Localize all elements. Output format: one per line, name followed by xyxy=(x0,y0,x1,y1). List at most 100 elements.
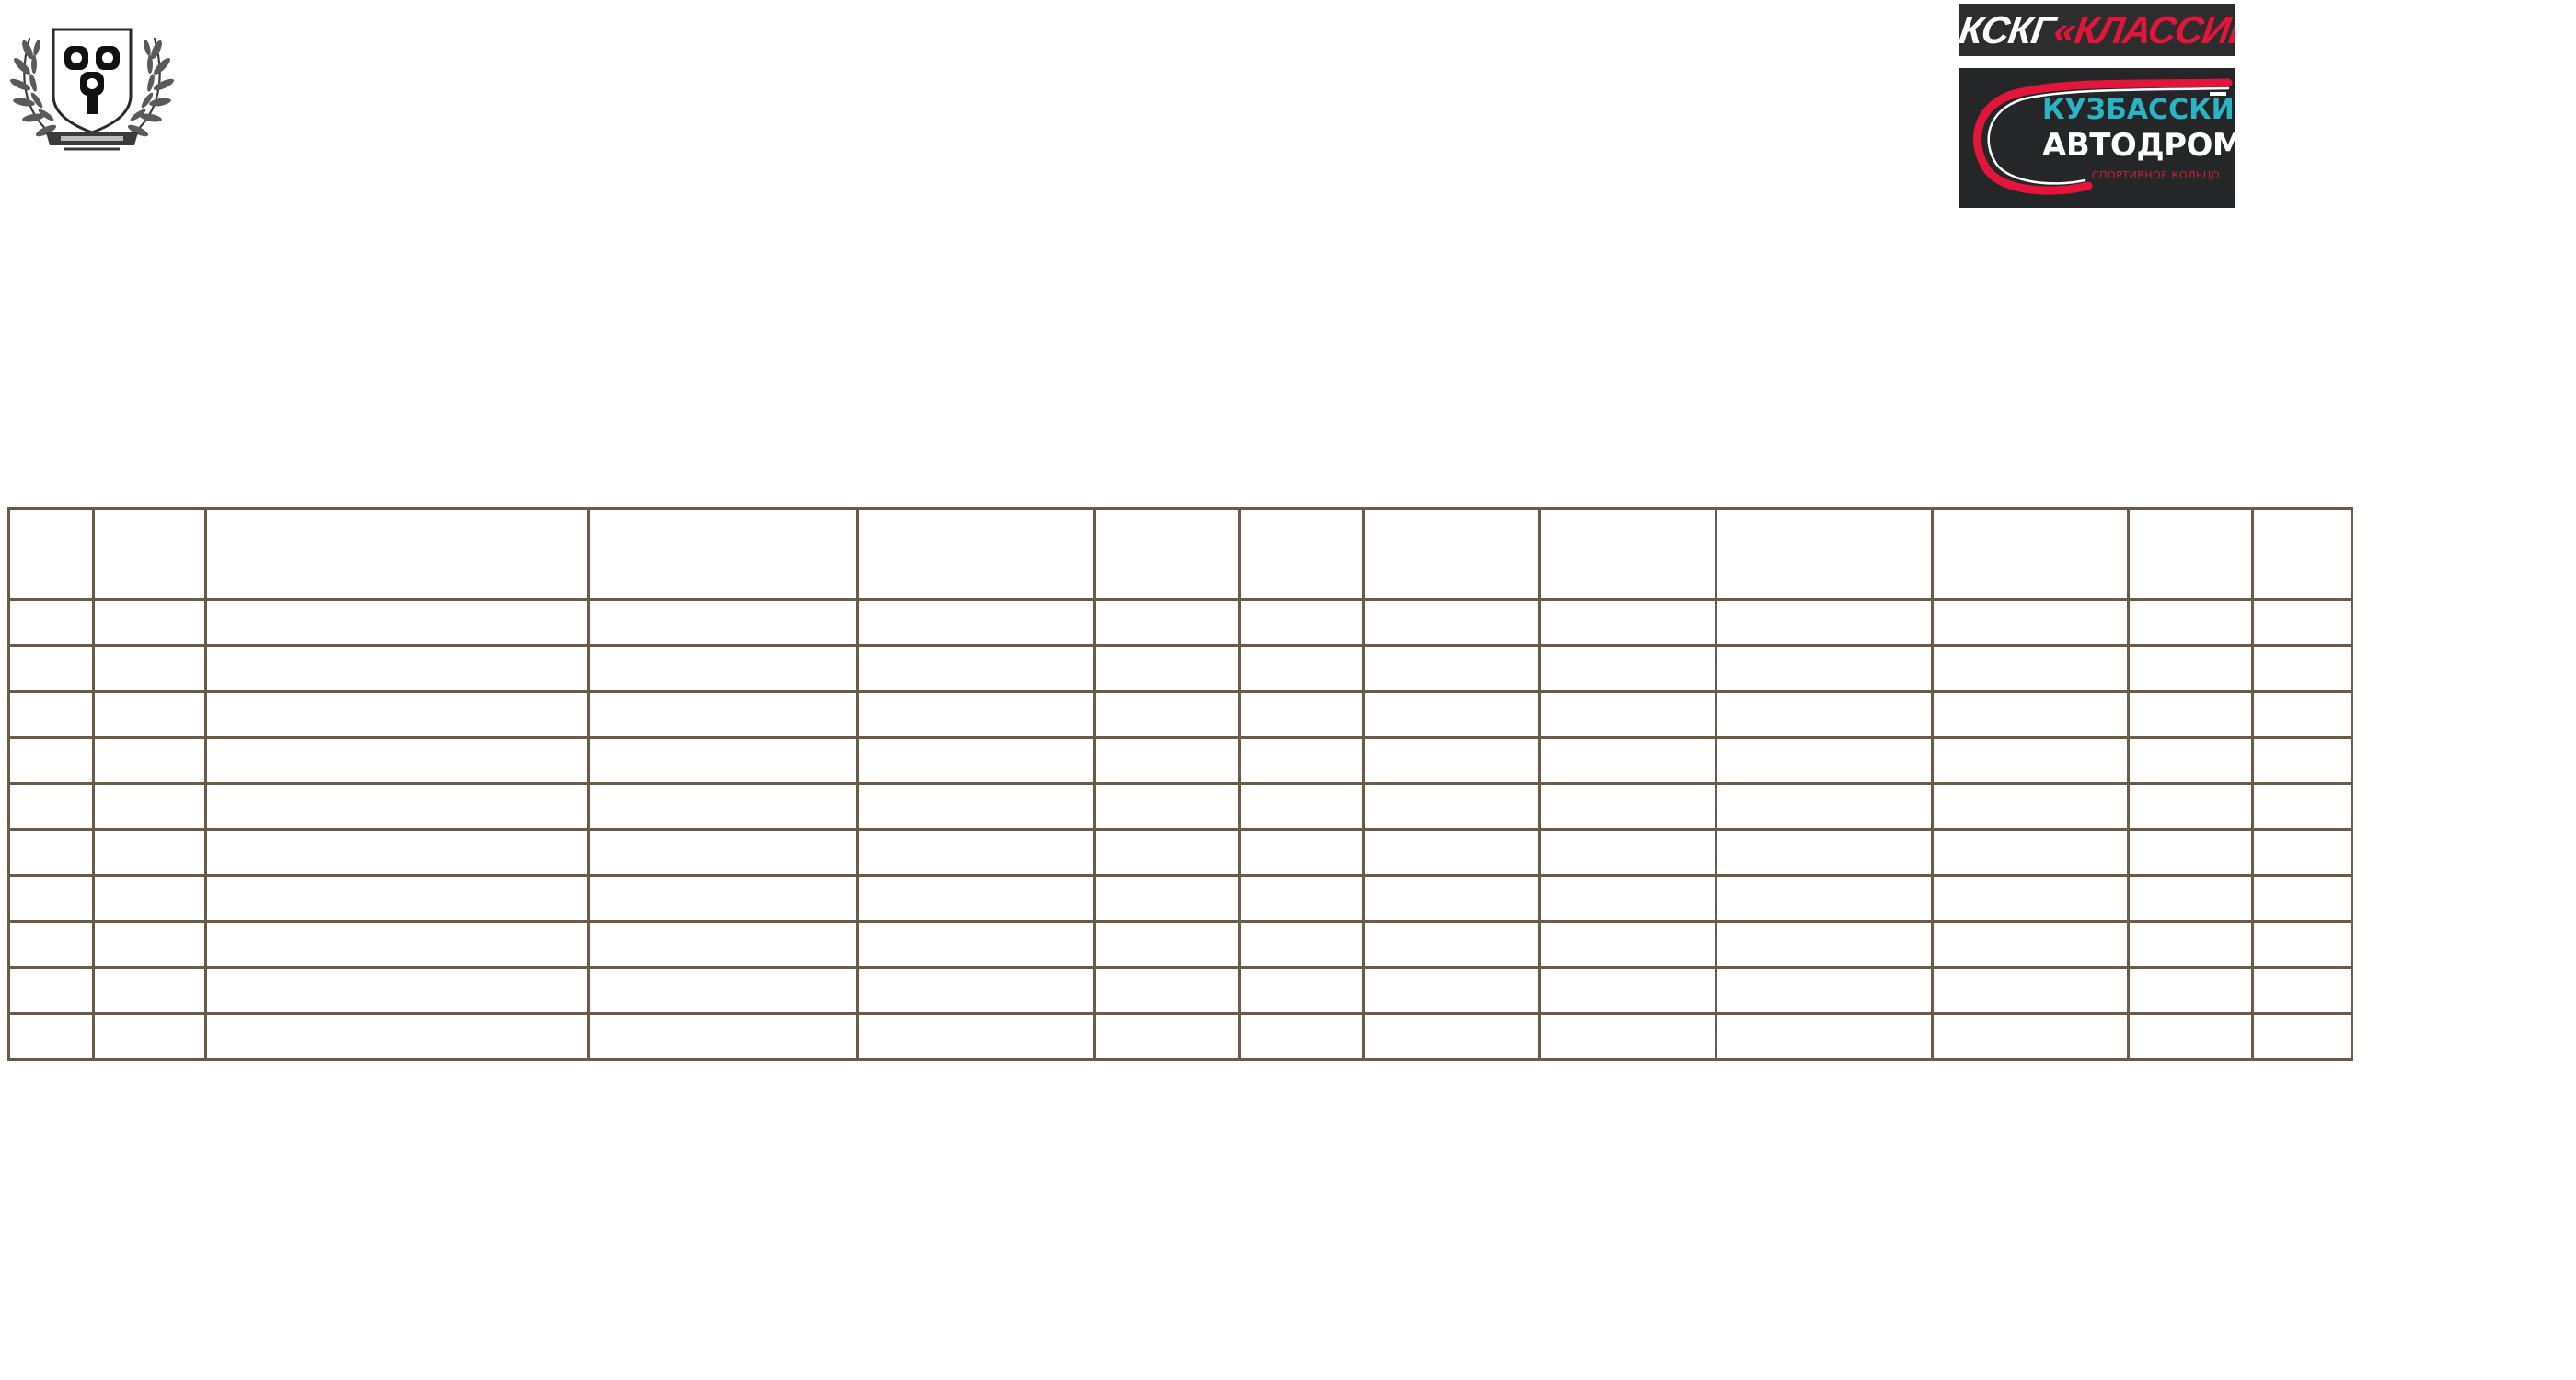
table-cell xyxy=(1931,1012,2130,1061)
table-cell xyxy=(2251,966,2353,1015)
table-cell xyxy=(856,874,1096,923)
table-cell xyxy=(92,598,207,647)
table-cell xyxy=(1538,644,1717,693)
table-row xyxy=(7,1012,2353,1061)
table-cell xyxy=(2251,1012,2353,1061)
table-cell xyxy=(1931,736,2130,785)
table-cell xyxy=(1931,920,2130,969)
table-cell xyxy=(1715,1012,1934,1061)
table-row xyxy=(7,782,2353,831)
header-cell xyxy=(92,507,207,601)
table-cell xyxy=(1362,736,1541,785)
table-cell xyxy=(1093,782,1241,831)
table-cell xyxy=(1238,690,1365,739)
table-cell xyxy=(204,1012,590,1061)
table-cell xyxy=(1715,690,1934,739)
table-cell xyxy=(1362,874,1541,923)
table-cell xyxy=(1362,1012,1541,1061)
table-cell xyxy=(856,782,1096,831)
table-cell xyxy=(204,782,590,831)
table-header-row xyxy=(7,507,2353,601)
header-cell xyxy=(856,507,1096,601)
table-cell xyxy=(1538,782,1717,831)
table-row xyxy=(7,736,2353,785)
table-cell xyxy=(7,736,95,785)
table-cell xyxy=(856,690,1096,739)
table-cell xyxy=(1715,736,1934,785)
header-cell xyxy=(2127,507,2254,601)
table-cell xyxy=(7,598,95,647)
table-row xyxy=(7,598,2353,647)
table-cell xyxy=(204,874,590,923)
table-cell xyxy=(856,828,1096,877)
table-cell xyxy=(1538,736,1717,785)
table-cell xyxy=(2127,644,2254,693)
table-row xyxy=(7,920,2353,969)
table-cell xyxy=(1093,966,1241,1015)
table-cell xyxy=(2251,690,2353,739)
table-cell xyxy=(587,598,859,647)
table-cell xyxy=(92,828,207,877)
header-cell xyxy=(587,507,859,601)
table-row xyxy=(7,966,2353,1015)
table-cell xyxy=(204,828,590,877)
table-cell xyxy=(1238,874,1365,923)
table-cell xyxy=(7,920,95,969)
table-cell xyxy=(1931,690,2130,739)
table-cell xyxy=(1238,644,1365,693)
table-cell xyxy=(7,1012,95,1061)
raaf-emblem-icon xyxy=(9,28,175,151)
header-cell xyxy=(1931,507,2130,601)
table-cell xyxy=(1538,598,1717,647)
table-cell xyxy=(1238,736,1365,785)
table-cell xyxy=(587,782,859,831)
table-cell xyxy=(1238,1012,1365,1061)
table-cell xyxy=(1093,828,1241,877)
table-cell xyxy=(587,690,859,739)
table-cell xyxy=(2251,736,2353,785)
table-cell xyxy=(1538,920,1717,969)
table-row xyxy=(7,828,2353,877)
table-cell xyxy=(1362,920,1541,969)
table-cell xyxy=(1238,828,1365,877)
table-cell xyxy=(1093,920,1241,969)
table-cell xyxy=(92,966,207,1015)
table-cell xyxy=(1715,874,1934,923)
table-cell xyxy=(7,966,95,1015)
table-cell xyxy=(587,736,859,785)
table-cell xyxy=(92,736,207,785)
table-cell xyxy=(1093,598,1241,647)
table-cell xyxy=(1715,828,1934,877)
table-cell xyxy=(2127,598,2254,647)
header-cell xyxy=(7,507,95,601)
table-row xyxy=(7,644,2353,693)
table-cell xyxy=(856,736,1096,785)
kskg-klassika-logo: КСКГ«КЛАССИКА» xyxy=(1959,4,2235,56)
table-cell xyxy=(7,644,95,693)
table-cell xyxy=(1931,644,2130,693)
table-cell xyxy=(856,598,1096,647)
table-cell xyxy=(1931,966,2130,1015)
table-cell xyxy=(856,920,1096,969)
table-cell xyxy=(1238,966,1365,1015)
table-cell xyxy=(92,644,207,693)
table-body xyxy=(7,507,2353,1061)
table-cell xyxy=(1238,920,1365,969)
table-cell xyxy=(2251,828,2353,877)
table-cell xyxy=(92,1012,207,1061)
table-cell xyxy=(2127,828,2254,877)
table-cell xyxy=(2127,1012,2254,1061)
table-cell xyxy=(1715,782,1934,831)
table-cell xyxy=(587,920,859,969)
table-cell xyxy=(1362,598,1541,647)
table-cell xyxy=(2251,782,2353,831)
table-cell xyxy=(1931,828,2130,877)
table-cell xyxy=(7,690,95,739)
table-cell xyxy=(92,690,207,739)
table-cell xyxy=(2251,920,2353,969)
table-cell xyxy=(1538,966,1717,1015)
table-row xyxy=(7,690,2353,739)
table-cell xyxy=(856,644,1096,693)
table-cell xyxy=(92,874,207,923)
table-cell xyxy=(587,644,859,693)
